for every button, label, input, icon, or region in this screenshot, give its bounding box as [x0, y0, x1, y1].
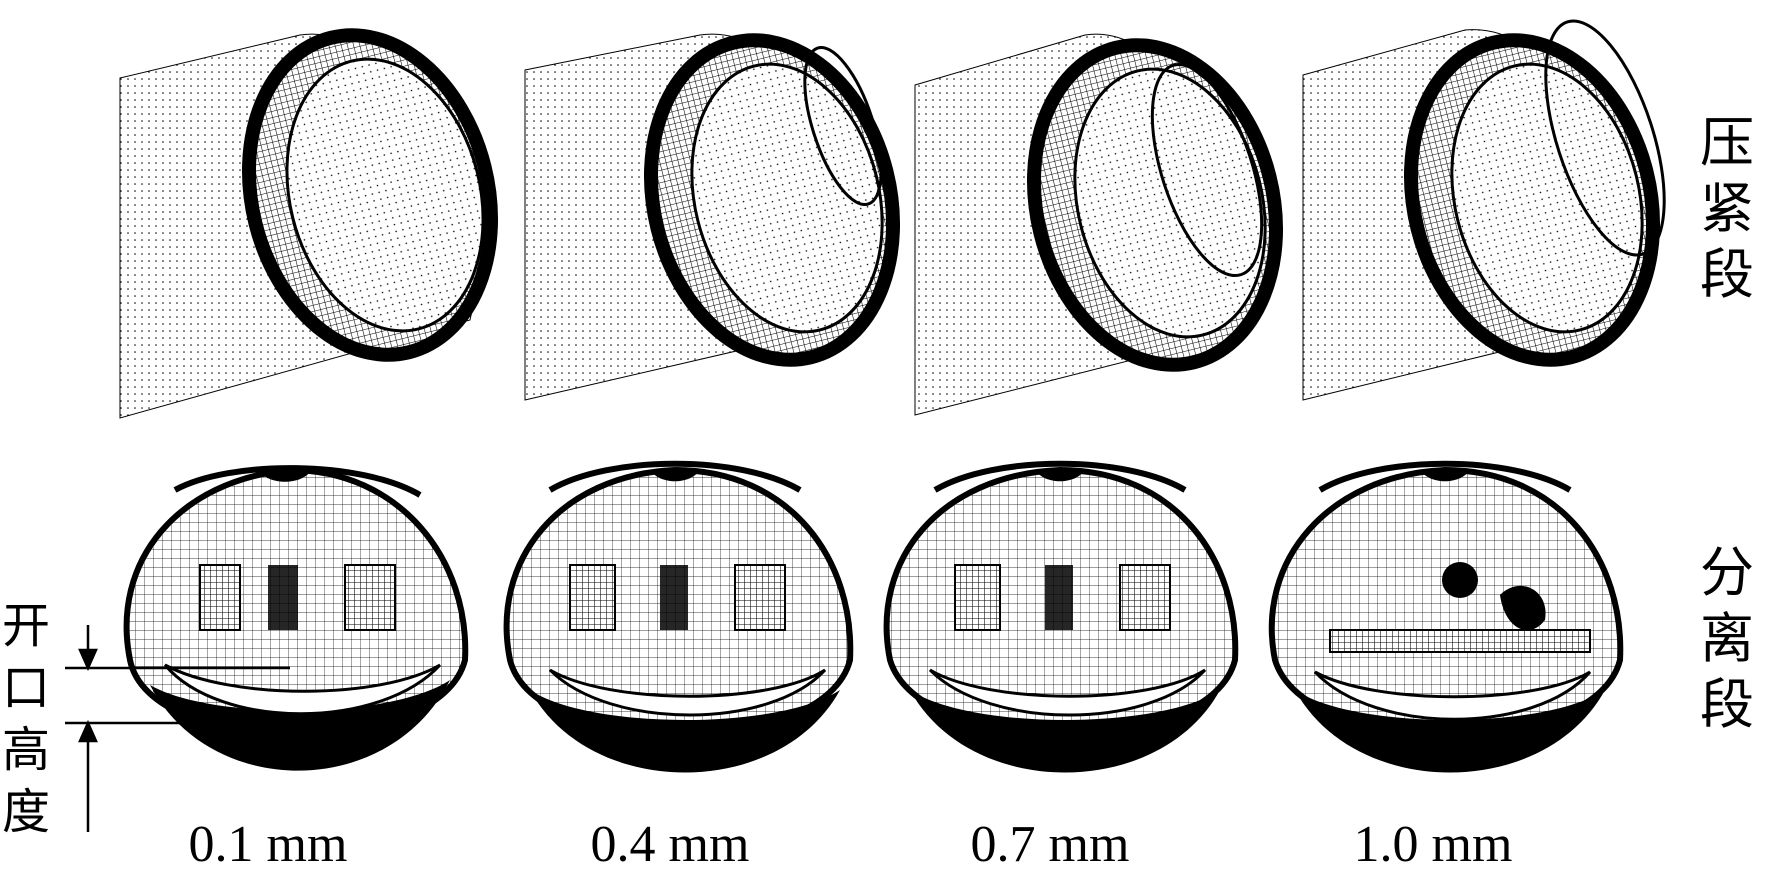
highlight-ellipse-3 [1150, 62, 1264, 278]
label-char: 离 [1700, 607, 1754, 670]
label-char: 紧 [1700, 177, 1754, 240]
face-separated-2 [503, 460, 854, 773]
label-compressed-section: 压 紧 段 [1700, 110, 1754, 308]
caption-0-7mm: 0.7 mm [970, 816, 1130, 873]
label-char: 分 [1700, 541, 1754, 604]
label-char: 开 [2, 598, 51, 654]
label-char: 压 [1700, 111, 1754, 174]
caption-0-1mm: 0.1 mm [188, 816, 348, 873]
label-opening-height: 开 口 高 度 [2, 595, 50, 843]
highlight-ellipse-2 [803, 45, 883, 207]
label-char: 口 [2, 660, 51, 716]
label-char: 段 [1700, 243, 1754, 306]
label-char: 高 [2, 722, 51, 778]
tube-compressed-3 [914, 33, 1284, 416]
label-char: 段 [1700, 673, 1754, 736]
opening-height-indicator [65, 625, 290, 832]
label-separated-section: 分 离 段 [1700, 540, 1754, 738]
caption-0-4mm: 0.4 mm [590, 816, 750, 873]
face-separated-1 [123, 465, 469, 771]
tube-compressed-2 [524, 33, 901, 401]
highlight-ellipse-4 [1544, 19, 1666, 257]
face-separated-3 [883, 460, 1239, 773]
tube-compressed-4 [1302, 19, 1666, 401]
caption-1-0mm: 1.0 mm [1353, 816, 1513, 873]
label-char: 度 [2, 784, 51, 840]
face-separated-4 [1268, 460, 1624, 773]
tube-compressed-1 [119, 28, 499, 419]
